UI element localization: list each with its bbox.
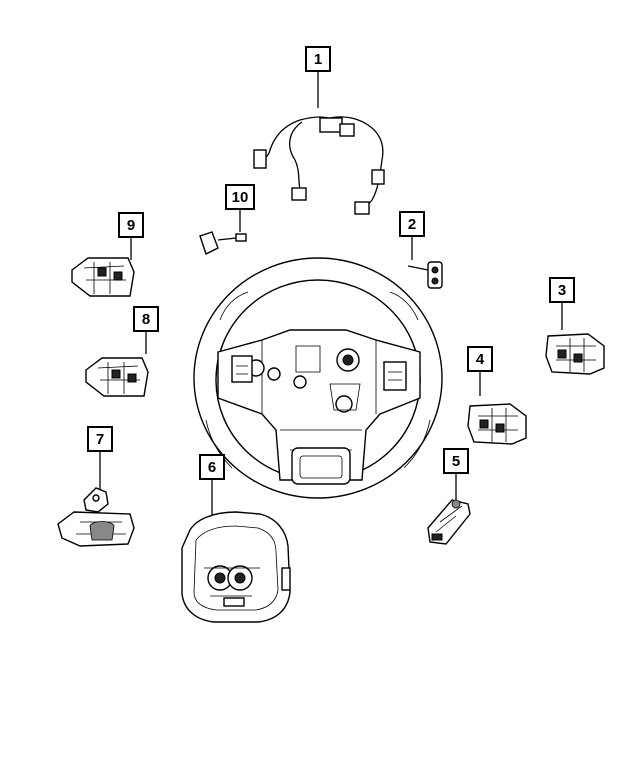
lower-bezel (57, 487, 135, 547)
connector-part (199, 231, 247, 255)
callout-2: 2 (399, 211, 425, 237)
callout-7: 7 (87, 426, 113, 452)
left-switch-upper (71, 257, 135, 297)
wiring-harness (253, 116, 385, 215)
callout-8: 8 (133, 306, 159, 332)
callout-9: 9 (118, 212, 144, 238)
callout-4: 4 (467, 346, 493, 372)
callout-3: 3 (549, 277, 575, 303)
paddle-switch (427, 499, 471, 545)
airbag-module (181, 511, 291, 623)
right-switch-upper (545, 333, 605, 375)
callout-1: 1 (305, 46, 331, 72)
callout-5: 5 (443, 448, 469, 474)
left-switch-lower (85, 357, 149, 397)
callout-6: 6 (199, 454, 225, 480)
switch-lead-part (407, 261, 443, 289)
steering-wheel (193, 257, 443, 499)
callout-10: 10 (225, 184, 255, 210)
leader-lines (99, 72, 563, 526)
right-switch-lower (467, 403, 527, 445)
